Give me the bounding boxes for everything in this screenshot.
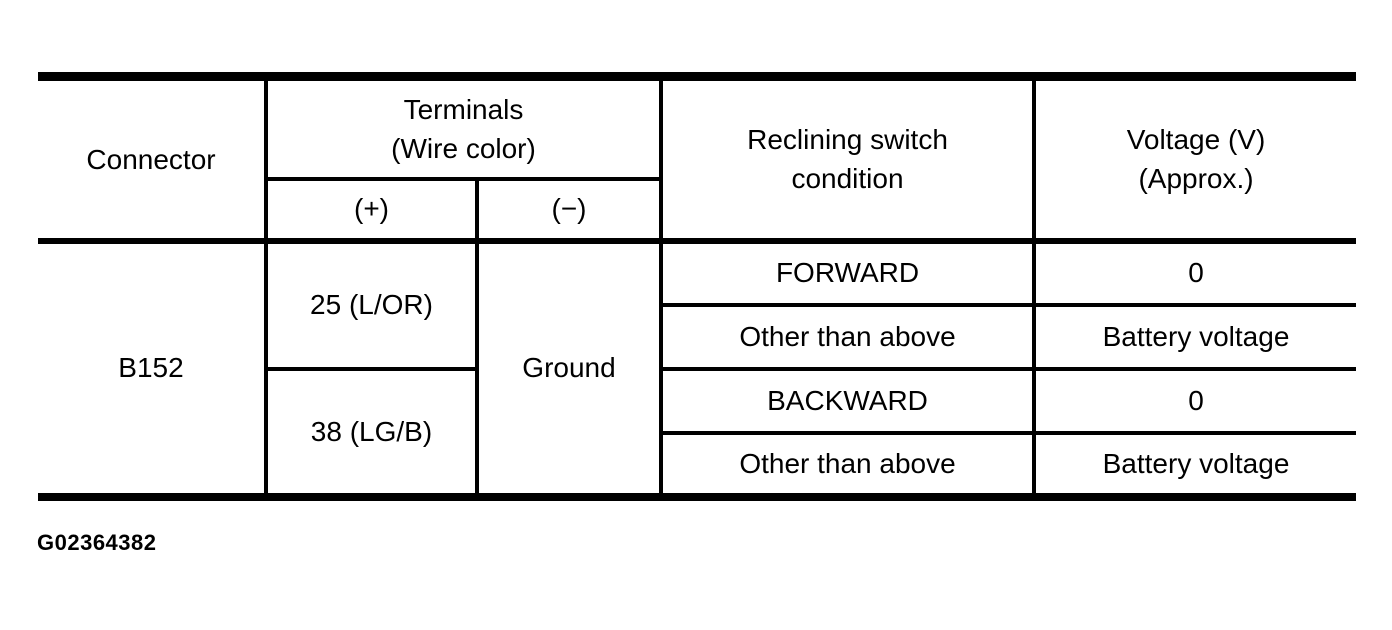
header-terminal-plus-label: (+) bbox=[354, 193, 389, 225]
condition-4-value: Other than above bbox=[739, 447, 956, 479]
table-row: B152 25 (L/OR) Ground FORWARD 0 bbox=[38, 237, 1357, 499]
cell-voltage-1: 0 bbox=[1032, 237, 1357, 307]
header-row-2: (+) (−) bbox=[38, 176, 1356, 243]
header-terminal-minus: (−) bbox=[474, 176, 664, 243]
voltage-spec-table: Connector Terminals (Wire color) Reclini… bbox=[38, 72, 1357, 501]
voltage-3-value: 0 bbox=[1188, 384, 1204, 416]
voltage-1-value: 0 bbox=[1188, 257, 1204, 289]
header-terminals-line2: (Wire color) bbox=[391, 132, 536, 164]
table-row: 38 (LG/B) BACKWARD 0 bbox=[38, 366, 1357, 499]
table-row: Other than above Battery voltage bbox=[38, 302, 1357, 371]
cell-voltage-2: Battery voltage bbox=[1032, 302, 1357, 371]
terminal-plus-38-value: 38 (LG/B) bbox=[310, 415, 433, 447]
cell-condition-2: Other than above bbox=[659, 302, 1037, 371]
header-row-1: Connector Terminals (Wire color) Reclini… bbox=[38, 74, 1357, 243]
header-connector-label: Connector bbox=[86, 143, 216, 175]
header-voltage: Voltage (V) (Approx.) bbox=[1032, 74, 1357, 243]
figure-id-caption: G02364382 bbox=[37, 530, 157, 555]
header-voltage-line2: (Approx.) bbox=[1138, 163, 1254, 195]
header-switch-condition-line1: Reclining switch bbox=[747, 124, 948, 156]
voltage-4-value: Battery voltage bbox=[1102, 447, 1290, 479]
cell-terminal-plus-38: 38 (LG/B) bbox=[264, 366, 479, 499]
cell-terminal-plus-25: 25 (L/OR) bbox=[264, 237, 479, 371]
cell-connector: B152 bbox=[38, 237, 268, 499]
header-switch-condition: Reclining switch condition bbox=[659, 74, 1037, 243]
header-terminals: Terminals (Wire color) bbox=[263, 74, 664, 181]
connector-value: B152 bbox=[118, 352, 184, 384]
header-terminal-plus: (+) bbox=[264, 176, 479, 243]
header-terminal-minus-label: (−) bbox=[551, 193, 587, 225]
condition-3-value: BACKWARD bbox=[767, 384, 928, 416]
terminal-plus-25-value: 25 (L/OR) bbox=[310, 289, 433, 321]
terminal-minus-value: Ground bbox=[522, 352, 616, 384]
condition-1-value: FORWARD bbox=[775, 257, 920, 289]
condition-2-value: Other than above bbox=[739, 320, 956, 352]
header-connector: Connector bbox=[38, 74, 268, 243]
cell-condition-3: BACKWARD bbox=[659, 366, 1037, 435]
header-terminals-line1: Terminals bbox=[403, 93, 524, 125]
voltage-2-value: Battery voltage bbox=[1102, 320, 1290, 352]
cell-voltage-3: 0 bbox=[1032, 366, 1357, 435]
cell-terminal-minus-ground: Ground bbox=[474, 237, 664, 499]
table-row: Other than above Battery voltage bbox=[38, 430, 1357, 499]
header-switch-condition-line2: condition bbox=[791, 163, 904, 195]
cell-condition-4: Other than above bbox=[659, 430, 1037, 499]
header-voltage-line1: Voltage (V) bbox=[1126, 124, 1266, 156]
cell-condition-1: FORWARD bbox=[659, 237, 1037, 307]
cell-voltage-4: Battery voltage bbox=[1032, 430, 1357, 499]
